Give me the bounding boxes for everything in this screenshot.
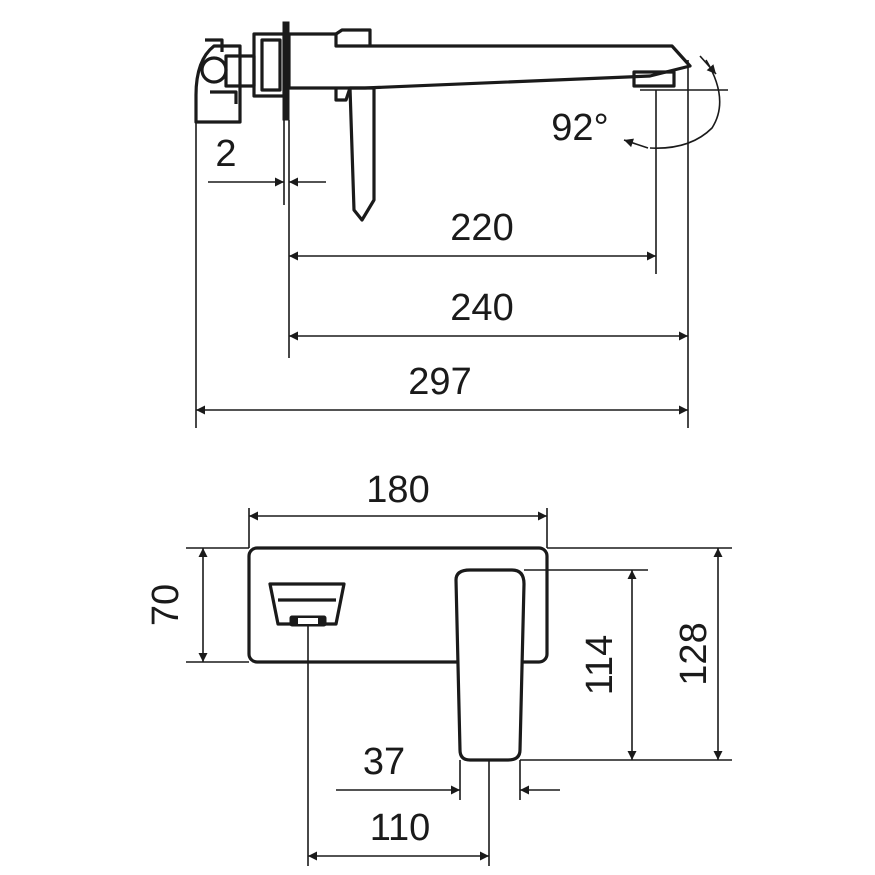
dim-lever-width: 37 <box>336 741 560 795</box>
dim-wall-gap: 2 <box>208 133 326 187</box>
dim-plate-width-label: 180 <box>366 469 429 511</box>
dim-lever-width-label: 37 <box>363 741 405 783</box>
angle-label: 92° <box>551 107 608 149</box>
dim-total-height: 128 <box>673 548 723 760</box>
dim-plate-height-label: 70 <box>145 584 187 626</box>
dim-spout-outlet: 220 <box>289 207 656 261</box>
dim-plate-height: 70 <box>145 548 208 662</box>
faucet-front-profile <box>247 546 549 762</box>
dim-lever-height-label: 114 <box>579 635 621 696</box>
dim-total-length: 297 <box>196 361 688 415</box>
dim-outlet-to-lever: 110 <box>308 807 489 861</box>
dim-total-length-label: 297 <box>408 361 471 403</box>
faucet-side-profile <box>194 21 692 222</box>
dim-wall-gap-label: 2 <box>215 133 236 175</box>
dim-lever-height: 114 <box>579 570 637 760</box>
front-extension-lines <box>186 508 732 866</box>
side-view: 2 220 240 297 92° <box>194 21 728 428</box>
side-extension-lines <box>195 60 728 428</box>
dim-outlet-to-lever-label: 110 <box>370 807 431 849</box>
dim-spout-reach: 240 <box>289 287 688 341</box>
front-view: 180 70 114 128 37 110 <box>145 469 732 866</box>
dim-spout-reach-label: 240 <box>450 287 513 329</box>
dim-total-height-label: 128 <box>673 622 715 685</box>
dim-spout-outlet-label: 220 <box>450 207 513 249</box>
dim-plate-width: 180 <box>249 469 547 521</box>
angle-indicator: 92° <box>551 55 721 149</box>
